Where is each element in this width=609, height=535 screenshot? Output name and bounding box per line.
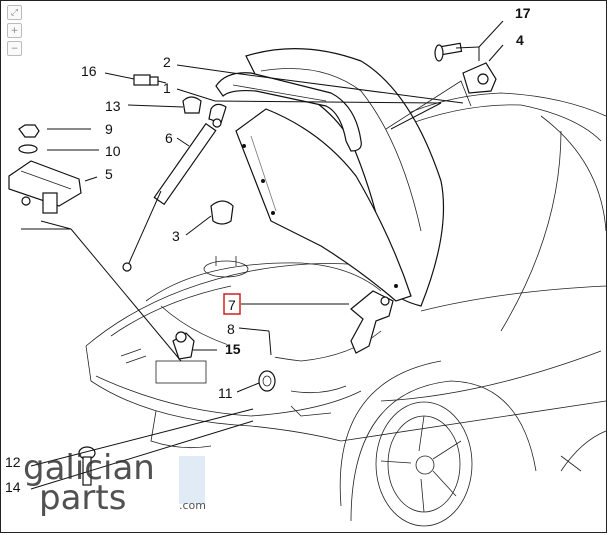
callout-14: 14 <box>5 479 21 495</box>
watermark-line2: parts <box>39 478 126 518</box>
part-1-cable <box>208 103 227 124</box>
car-body-outline <box>85 92 607 527</box>
hood-assembly <box>235 48 472 307</box>
part-3-grommet <box>210 200 234 225</box>
zoom-out-icon[interactable]: − <box>7 41 22 56</box>
part-9-nut <box>18 124 40 138</box>
highlight-box <box>223 293 241 315</box>
part-15-fitting <box>172 331 195 360</box>
part-6-gas-strut <box>122 118 222 272</box>
zoom-toolbar: ⤢ + − <box>7 5 22 56</box>
callout-3: 3 <box>172 228 180 244</box>
callout-9: 9 <box>105 121 113 137</box>
part-17-bolt <box>434 42 463 62</box>
watermark-suffix: .com <box>179 499 206 512</box>
part-7-release-lever <box>350 290 394 354</box>
callout-2: 2 <box>163 54 171 70</box>
callout-5: 5 <box>105 166 113 182</box>
part-11-grommet <box>258 370 276 392</box>
zoom-in-icon[interactable]: + <box>7 23 22 38</box>
callout-7: 7 <box>228 297 236 313</box>
callout-8: 8 <box>227 321 235 337</box>
callout-10: 10 <box>105 143 121 159</box>
part-5-latch <box>8 160 82 214</box>
leader-lines <box>21 20 504 490</box>
callout-4: 4 <box>516 32 524 48</box>
part-8-release-cable <box>195 311 347 365</box>
callout-12: 12 <box>5 454 21 470</box>
callout-17: 17 <box>515 5 531 21</box>
fullscreen-icon[interactable]: ⤢ <box>7 5 22 20</box>
part-10-washer <box>18 144 38 154</box>
callout-1: 1 <box>163 80 171 96</box>
callout-6: 6 <box>165 130 173 146</box>
callout-16: 16 <box>81 63 97 79</box>
part-16-switch <box>133 74 167 86</box>
callout-labels: 17 4 2 1 16 13 6 9 10 5 3 7 8 15 11 12 1… <box>5 5 531 495</box>
callout-11: 11 <box>218 385 233 401</box>
callout-13: 13 <box>105 98 121 114</box>
part-2-seal <box>215 72 362 152</box>
part-13-clip <box>182 96 202 114</box>
callout-15: 15 <box>225 341 241 357</box>
galicianparts-watermark: galician parts .com <box>23 448 206 518</box>
watermark-map-icon <box>179 456 205 504</box>
part-4-bumper <box>462 62 497 94</box>
watermark-line1: galician <box>23 448 155 488</box>
